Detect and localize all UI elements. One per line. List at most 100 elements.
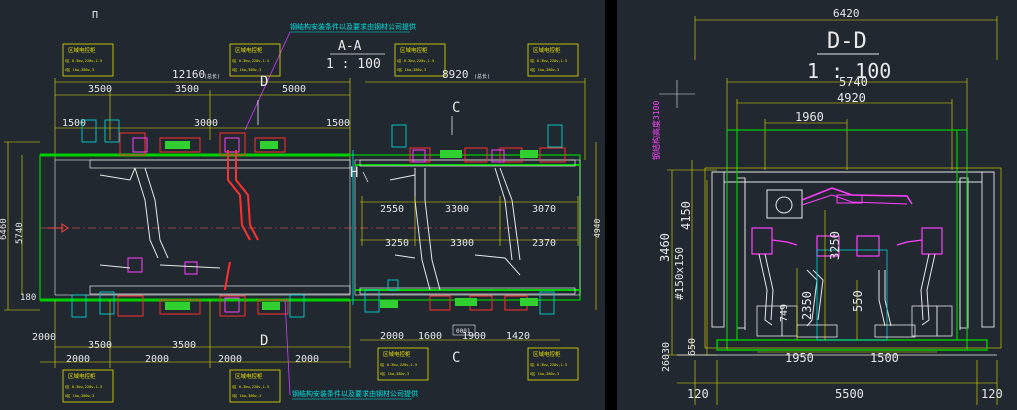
svg-text:Ⅰ区 0.3kw,220v,1.5: Ⅰ区 0.3kw,220v,1.5 <box>530 363 567 367</box>
conveyor-rails <box>89 159 576 295</box>
section-scale-dd: 1 : 100 <box>807 59 891 83</box>
svg-text:Ⅰ区 0.3kw,220v,1.5: Ⅰ区 0.3kw,220v,1.5 <box>380 363 417 367</box>
dim-4150: 4150 <box>679 201 693 230</box>
dim-lines-bottom <box>677 360 998 405</box>
small-tag: 0001 <box>456 328 471 335</box>
dim-bottom-outer-left: 2000 <box>32 332 56 343</box>
right-viewport[interactable]: 6420 D-D 1 : 100 5740 4920 1960 钢结构高度310… <box>617 0 1017 410</box>
svg-text:Ⅰ区 0.3kw,220v,1.5: Ⅰ区 0.3kw,220v,1.5 <box>530 59 567 63</box>
label-box: 区域电控柜 Ⅰ区 0.3kw,220v,1.5 Ⅱ区 1kw,380v,3 <box>62 43 114 77</box>
label-box: 区域电控柜 Ⅰ区 0.3kw,220v,1.5 Ⅱ区 1kw,380v,3 <box>62 369 114 403</box>
section-label-d-top: D <box>260 74 268 90</box>
dim-left-outer: 6460 <box>0 218 9 240</box>
dim-3460: 3460 <box>658 233 672 262</box>
section-label-d-bottom: D <box>260 333 268 349</box>
dim-second-3: 1500 <box>326 118 350 129</box>
dim-mid-b-3: 2370 <box>532 238 556 249</box>
svg-text:区域电控柜: 区域电控柜 <box>533 350 561 358</box>
dim-right-side: 4940 <box>593 219 602 238</box>
side-robots <box>751 227 943 257</box>
dim-mid-a-3: 3070 <box>532 204 556 215</box>
dimension-lines-top <box>54 78 586 160</box>
side-note: 钢结构高度3100 <box>651 101 661 160</box>
dim-second-1: 1500 <box>62 118 86 129</box>
label-box: 区域电控柜 Ⅰ区 0.3kw,220v,1.5 Ⅱ区 1kw,380v,3 <box>394 43 446 77</box>
svg-text:Ⅱ区 1kw,380v,3: Ⅱ区 1kw,380v,3 <box>530 372 559 376</box>
dim-550: 550 <box>851 290 865 312</box>
dim-5740: 5740 <box>839 75 868 89</box>
section-scale: 1 : 100 <box>326 57 381 72</box>
dim-bottom-2: 1600 <box>418 331 442 342</box>
dim-4920: 4920 <box>837 91 866 105</box>
dim-mid-a-2: 3300 <box>445 204 469 215</box>
dim-top-2: 3500 <box>175 84 199 95</box>
dim-1950: 1950 <box>785 351 814 365</box>
cyan-devices <box>71 119 563 318</box>
label-box: 区域电控柜 Ⅰ区 0.3kw,220v,1.5 Ⅱ区 1kw,380v,3 <box>229 43 281 77</box>
label-box: 区域电控柜 Ⅰ区 0.3kw,220v,1.5 Ⅱ区 1kw,380v,3 <box>527 347 579 381</box>
booth-frame <box>39 150 581 305</box>
label-box: 区域电控柜 Ⅰ区 0.3kw,220v,1.5 Ⅱ区 1kw,380v,3 <box>229 369 281 403</box>
svg-text:区域电控柜: 区域电控柜 <box>235 46 263 54</box>
bottom-note: 钢结构安装条件以及要求由钢材公司提供 <box>292 389 418 398</box>
svg-text:Ⅰ区 0.3kw,220v,1.5: Ⅰ区 0.3kw,220v,1.5 <box>232 59 269 63</box>
svg-text:Ⅱ区 1kw,380v,3: Ⅱ区 1kw,380v,3 <box>232 394 261 398</box>
dim-bottom-main-1: 3500 <box>88 340 112 351</box>
section-title: A-A <box>338 39 362 54</box>
leader-line <box>244 31 291 131</box>
crosshair-cursor-icon <box>659 80 695 108</box>
corner-marker: Π <box>92 10 98 21</box>
dimension-lines-side <box>4 141 597 311</box>
motor-blocks <box>165 141 538 310</box>
dim-1500: 1500 <box>870 351 899 365</box>
dim-120-left: 120 <box>687 387 709 401</box>
dim-30: 30 <box>661 342 672 354</box>
dim-mid-b-1: 3250 <box>385 238 409 249</box>
floor <box>677 339 997 356</box>
svg-text:Ⅰ区 0.3kw,220v,1.5: Ⅰ区 0.3kw,220v,1.5 <box>232 385 269 389</box>
bottom-leader-line <box>284 299 291 396</box>
dimension-lines-mid <box>360 196 579 246</box>
dim-overall-right: 8920 <box>442 68 469 81</box>
svg-text:区域电控柜: 区域电控柜 <box>533 46 561 54</box>
dim-bottom-outer-3: 2000 <box>218 354 242 365</box>
dim-bottom-outer-1: 2000 <box>66 354 90 365</box>
dim-mid-a-1: 2550 <box>380 204 404 215</box>
dim-5500: 5500 <box>835 387 864 401</box>
robot-bases <box>127 137 505 313</box>
dim-749: 749 <box>779 304 790 322</box>
main-robot <box>224 150 259 291</box>
flow-arrow-icon <box>48 223 69 233</box>
cabinets-top <box>117 132 566 317</box>
svg-text:Ⅱ区 1kw,380v,3: Ⅱ区 1kw,380v,3 <box>397 68 426 72</box>
dim-bottom-outer-2: 2000 <box>145 354 169 365</box>
svg-text:Ⅰ区 0.3kw,220v,1.5: Ⅰ区 0.3kw,220v,1.5 <box>65 59 102 63</box>
svg-text:Ⅱ区 1kw,380v,3: Ⅱ区 1kw,380v,3 <box>65 68 94 72</box>
label-box: 区域电控柜 Ⅰ区 0.3kw,220v,1.5 Ⅱ区 1kw,380v,3 <box>377 347 429 381</box>
robot-arms <box>99 167 521 291</box>
viewport-divider <box>605 0 617 410</box>
svg-text:Ⅱ区 1kw,380v,3: Ⅱ区 1kw,380v,3 <box>380 372 409 376</box>
dim-small-left: 180 <box>20 293 36 303</box>
dim-second-2: 3000 <box>194 118 218 129</box>
plan-view-drawing: Π 钢结构安装条件以及要求由钢材公司提供 A-A 1 : 100 区域电控柜 Ⅰ… <box>0 10 602 403</box>
svg-text:区域电控柜: 区域电控柜 <box>68 46 96 54</box>
dim-lines-inner <box>757 210 937 353</box>
svg-text:Ⅱ区 1kw,380v,3: Ⅱ区 1kw,380v,3 <box>232 68 261 72</box>
dim-bottom-main-2: 3500 <box>172 340 196 351</box>
left-viewport[interactable]: Π 钢结构安装条件以及要求由钢材公司提供 A-A 1 : 100 区域电控柜 Ⅰ… <box>0 0 605 410</box>
dim-3250: 3250 <box>828 231 842 260</box>
svg-text:Ⅰ区 0.3kw,220v,1.5: Ⅰ区 0.3kw,220v,1.5 <box>397 59 434 63</box>
dim-150x150: #150x150 <box>673 247 686 300</box>
dim-1960: 1960 <box>795 110 824 124</box>
section-label-h: H <box>350 165 358 181</box>
dim-650: 650 <box>687 338 698 356</box>
svg-text:区域电控柜: 区域电控柜 <box>68 372 96 380</box>
section-title-dd: D-D <box>827 29 867 54</box>
svg-text:Ⅰ区 0.3kw,220v,1.5: Ⅰ区 0.3kw,220v,1.5 <box>65 385 102 389</box>
svg-text:区域电控柜: 区域电控柜 <box>400 46 428 54</box>
dim-2350: 2350 <box>800 291 814 320</box>
section-view-drawing: 6420 D-D 1 : 100 5740 4920 1960 钢结构高度310… <box>651 7 1003 405</box>
cyan-section-devices <box>816 249 888 341</box>
dim-mid-b-2: 3300 <box>450 238 474 249</box>
